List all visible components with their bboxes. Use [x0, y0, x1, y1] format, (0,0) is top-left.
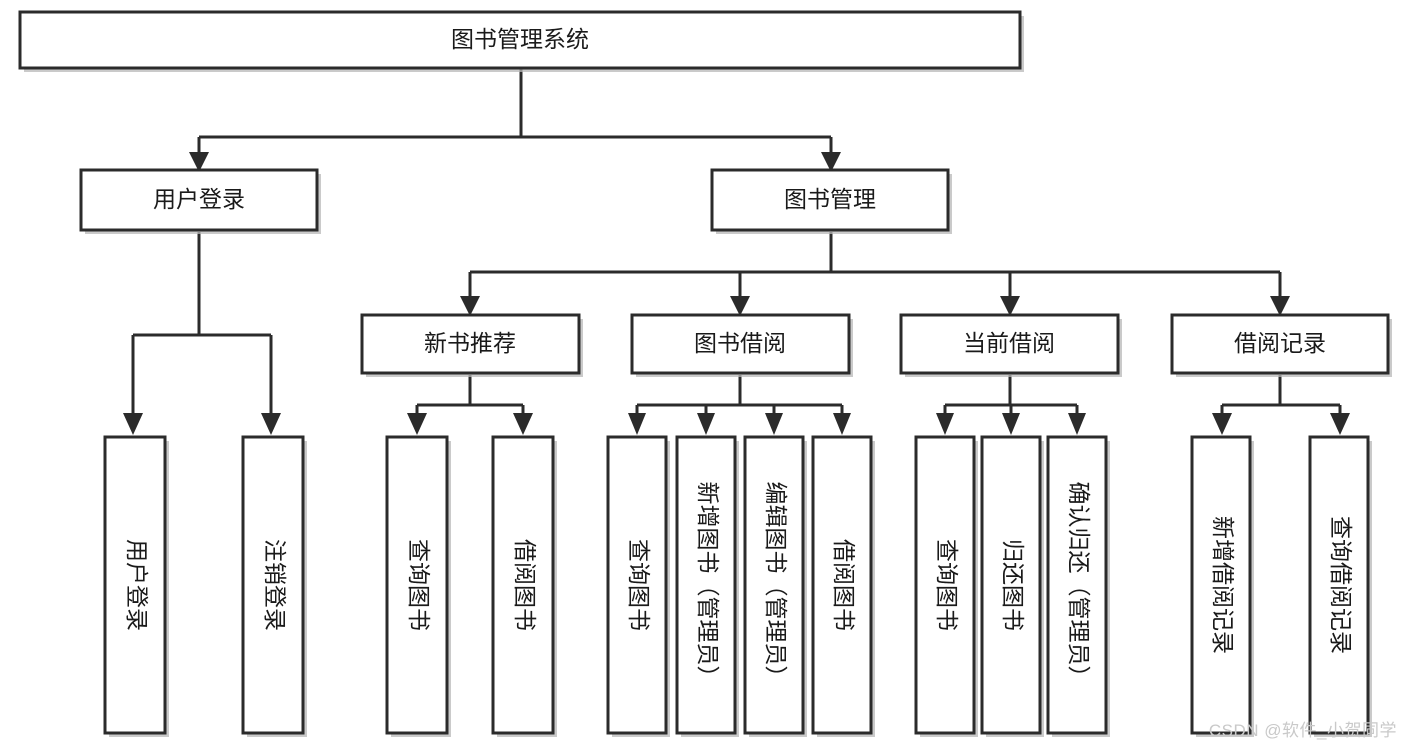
arrowhead-leaf-query-borrow-record	[1330, 413, 1350, 435]
node-title-box[interactable]	[18, 10, 1022, 70]
node-user-login-box[interactable]	[79, 168, 319, 232]
leaf-borrow-book-1[interactable]: 借阅图书	[491, 435, 557, 737]
leaf-confirm-return-label: 确认归还（管理员）	[1066, 482, 1092, 689]
leaf-add-book-label: 新增图书（管理员）	[695, 482, 721, 689]
arrowhead-user-login	[189, 152, 209, 172]
node-title[interactable]: 图书管理系统	[18, 10, 1024, 72]
arrowhead-leaf-add-book	[697, 413, 715, 435]
leaf-query-book-1-box[interactable]	[385, 435, 449, 735]
leaf-add-borrow-record[interactable]: 新增借阅记录	[1190, 435, 1254, 737]
arrowhead-leaf-confirm-return	[1068, 413, 1086, 435]
node-user-login[interactable]: 用户登录	[79, 168, 321, 234]
node-new-book-recommend-box[interactable]	[360, 313, 581, 375]
leaf-logout-login-label: 注销登录	[262, 539, 288, 631]
leaf-add-book[interactable]: 新增图书（管理员）	[675, 435, 739, 737]
node-borrow-record[interactable]: 借阅记录	[1170, 313, 1392, 377]
leaf-query-book-2[interactable]: 查询图书	[606, 435, 670, 737]
leaf-edit-book[interactable]: 编辑图书（管理员）	[743, 435, 807, 737]
leaf-borrow-book-2[interactable]: 借阅图书	[811, 435, 875, 737]
leaf-user-login-box[interactable]	[103, 435, 167, 735]
leaf-borrow-book-1-box[interactable]	[491, 435, 555, 735]
leaf-query-borrow-record-box[interactable]	[1308, 435, 1370, 735]
node-book-borrow[interactable]: 图书借阅	[630, 313, 853, 377]
leaf-query-book-2-box[interactable]	[606, 435, 668, 735]
arrowhead-leaf-edit-book	[765, 413, 783, 435]
arrowhead-book-management	[821, 152, 841, 172]
node-current-borrow-label: 当前借阅	[963, 330, 1055, 356]
leaf-user-login-label: 用户登录	[124, 539, 150, 631]
arrowhead-leaf-query-book-3	[936, 413, 954, 435]
leaf-add-borrow-record-box[interactable]	[1190, 435, 1252, 735]
leaf-query-book-2-label: 查询图书	[626, 539, 652, 631]
node-borrow-record-label: 借阅记录	[1234, 330, 1326, 356]
connector-group-book-management	[460, 232, 1290, 316]
node-book-borrow-box[interactable]	[630, 313, 851, 375]
leaf-edit-book-label: 编辑图书（管理员）	[763, 482, 789, 689]
connector-group-root	[189, 68, 841, 172]
arrowhead-leaf-query-book-2	[628, 413, 646, 435]
leaf-edit-book-box[interactable]	[743, 435, 805, 735]
node-current-borrow-box[interactable]	[899, 313, 1120, 375]
leaf-return-book[interactable]: 归还图书	[980, 435, 1044, 737]
leaf-borrow-book-2-label: 借阅图书	[831, 539, 857, 631]
leaf-query-book-3-label: 查询图书	[934, 539, 960, 631]
node-book-borrow-label: 图书借阅	[694, 330, 786, 356]
arrowhead-leaf-logout-login	[261, 413, 281, 435]
node-book-management[interactable]: 图书管理	[710, 168, 952, 234]
connector-group-current-borrow	[936, 375, 1086, 435]
arrowhead-current-borrow	[1000, 296, 1020, 316]
arrowhead-leaf-add-borrow-record	[1212, 413, 1232, 435]
node-new-book-recommend-label: 新书推荐	[424, 330, 516, 356]
connector-group-borrow-record	[1212, 375, 1350, 435]
leaf-query-book-1-label: 查询图书	[406, 539, 432, 631]
arrowhead-leaf-user-login	[123, 413, 143, 435]
node-current-borrow[interactable]: 当前借阅	[899, 313, 1122, 377]
arrowhead-book-borrow	[730, 296, 750, 316]
leaf-confirm-return[interactable]: 确认归还（管理员）	[1046, 435, 1110, 737]
arrowhead-leaf-borrow-book-2	[833, 413, 851, 435]
node-title-label: 图书管理系统	[451, 26, 589, 52]
node-borrow-record-box[interactable]	[1170, 313, 1390, 375]
leaf-borrow-book-2-box[interactable]	[811, 435, 873, 735]
leaf-borrow-book-1-label: 借阅图书	[512, 539, 538, 631]
leaf-logout-login[interactable]: 注销登录	[241, 435, 307, 737]
node-new-book-recommend[interactable]: 新书推荐	[360, 313, 583, 377]
arrowhead-leaf-return-book	[1002, 413, 1020, 435]
leaf-confirm-return-box[interactable]	[1046, 435, 1108, 735]
node-book-management-box[interactable]	[710, 168, 950, 232]
leaf-query-borrow-record-label: 查询借阅记录	[1328, 516, 1354, 654]
leaf-query-borrow-record[interactable]: 查询借阅记录	[1308, 435, 1372, 737]
leaf-logout-login-box[interactable]	[241, 435, 305, 735]
arrowhead-leaf-borrow-book-1	[513, 413, 533, 435]
leaf-return-book-label: 归还图书	[1000, 539, 1026, 631]
leaf-query-book-3[interactable]: 查询图书	[914, 435, 978, 737]
arrowhead-borrow-record	[1270, 296, 1290, 316]
node-user-login-label: 用户登录	[153, 186, 245, 212]
connector-group-book-borrow	[628, 375, 851, 435]
leaf-return-book-box[interactable]	[980, 435, 1042, 735]
arrowhead-new-book-recommend	[460, 296, 480, 316]
leaf-query-book-1[interactable]: 查询图书	[385, 435, 451, 737]
leaf-add-borrow-record-label: 新增借阅记录	[1210, 516, 1236, 654]
leaf-query-book-3-box[interactable]	[914, 435, 976, 735]
node-book-management-label: 图书管理	[784, 186, 876, 212]
leaf-add-book-box[interactable]	[675, 435, 737, 735]
arrowhead-leaf-query-book-1	[407, 413, 427, 435]
leaf-user-login[interactable]: 用户登录	[103, 435, 169, 737]
connector-group-new-book-recommend	[407, 375, 533, 435]
connector-group-user-login	[123, 232, 281, 435]
